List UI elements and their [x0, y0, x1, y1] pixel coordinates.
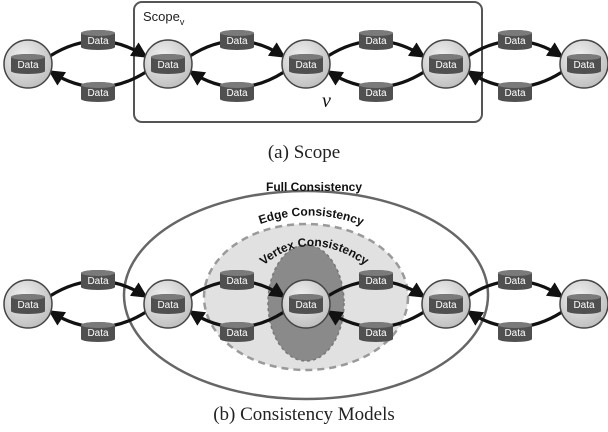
- edge-data-label: Data: [87, 328, 109, 339]
- scope-box: [133, 1, 483, 123]
- edge-data-cylinder: Data: [498, 322, 532, 342]
- vertex-data-label: Data: [157, 60, 179, 71]
- edge-data-cylinder: Data: [359, 82, 393, 102]
- edge-data-label: Data: [226, 276, 248, 287]
- edge-data-label: Data: [226, 36, 248, 47]
- vertex-node-b-4: Data: [559, 279, 608, 329]
- edge-data-cylinder: Data: [81, 82, 115, 102]
- vertex-node-a-2: Data: [281, 39, 331, 89]
- edge-data-label: Data: [504, 36, 526, 47]
- edge-data-cylinder: Data: [81, 30, 115, 50]
- vertex-data-label: Data: [573, 300, 595, 311]
- edge-data-cylinder: Data: [359, 322, 393, 342]
- edge-data-cylinder: Data: [498, 30, 532, 50]
- edge-data-cylinder: Data: [498, 270, 532, 290]
- vertex-data-label: Data: [295, 60, 317, 71]
- edge-data-label: Data: [365, 328, 387, 339]
- edge-data-cylinder: Data: [81, 270, 115, 290]
- edge-data-cylinder: Data: [359, 30, 393, 50]
- edge-data-cylinder: Data: [220, 30, 254, 50]
- vertex-node-b-2: Data: [281, 279, 331, 329]
- edge-data-label: Data: [87, 276, 109, 287]
- vertex-node-b-0: Data: [3, 279, 53, 329]
- edge-data-cylinder: Data: [220, 322, 254, 342]
- vertex-node-a-4: Data: [559, 39, 608, 89]
- panel-b-consistency-models: Full Consistency Edge Consistency Vertex…: [3, 180, 608, 425]
- edge-data-cylinder: Data: [359, 270, 393, 290]
- vertex-node-b-3: Data: [421, 279, 471, 329]
- vertex-node-a-0: Data: [3, 39, 53, 89]
- edge-data-label: Data: [226, 328, 248, 339]
- vertex-node-a-3: Data: [421, 39, 471, 89]
- scope-label: Scopev: [143, 9, 185, 27]
- edge-data-label: Data: [87, 36, 109, 47]
- panel-a-scope: Scopev v DataDataDataDataDataDataDataDat…: [3, 1, 608, 163]
- edge-data-label: Data: [504, 88, 526, 99]
- edge-data-label: Data: [365, 276, 387, 287]
- caption-a: (a) Scope: [268, 142, 340, 163]
- edge-data-cylinder: Data: [81, 322, 115, 342]
- edge-data-cylinder: Data: [220, 270, 254, 290]
- edge-data-label: Data: [87, 88, 109, 99]
- vertex-data-label: Data: [435, 300, 457, 311]
- vertex-node-a-1: Data: [143, 39, 193, 89]
- vertex-data-label: Data: [17, 300, 39, 311]
- edge-data-cylinder: Data: [498, 82, 532, 102]
- edge-data-label: Data: [365, 88, 387, 99]
- vertex-node-b-1: Data: [143, 279, 193, 329]
- vertex-data-label: Data: [157, 300, 179, 311]
- caption-b: (b) Consistency Models: [213, 404, 395, 425]
- full-consistency-label: Full Consistency: [266, 180, 362, 194]
- edge-data-label: Data: [504, 328, 526, 339]
- vertex-data-label: Data: [17, 60, 39, 71]
- edge-data-label: Data: [365, 36, 387, 47]
- vertex-data-label: Data: [435, 60, 457, 71]
- vertex-data-label: Data: [573, 60, 595, 71]
- vertex-data-label: Data: [295, 300, 317, 311]
- edge-data-label: Data: [504, 276, 526, 287]
- edge-data-cylinder: Data: [220, 82, 254, 102]
- vertex-v-label: v: [322, 90, 331, 112]
- edge-data-label: Data: [226, 88, 248, 99]
